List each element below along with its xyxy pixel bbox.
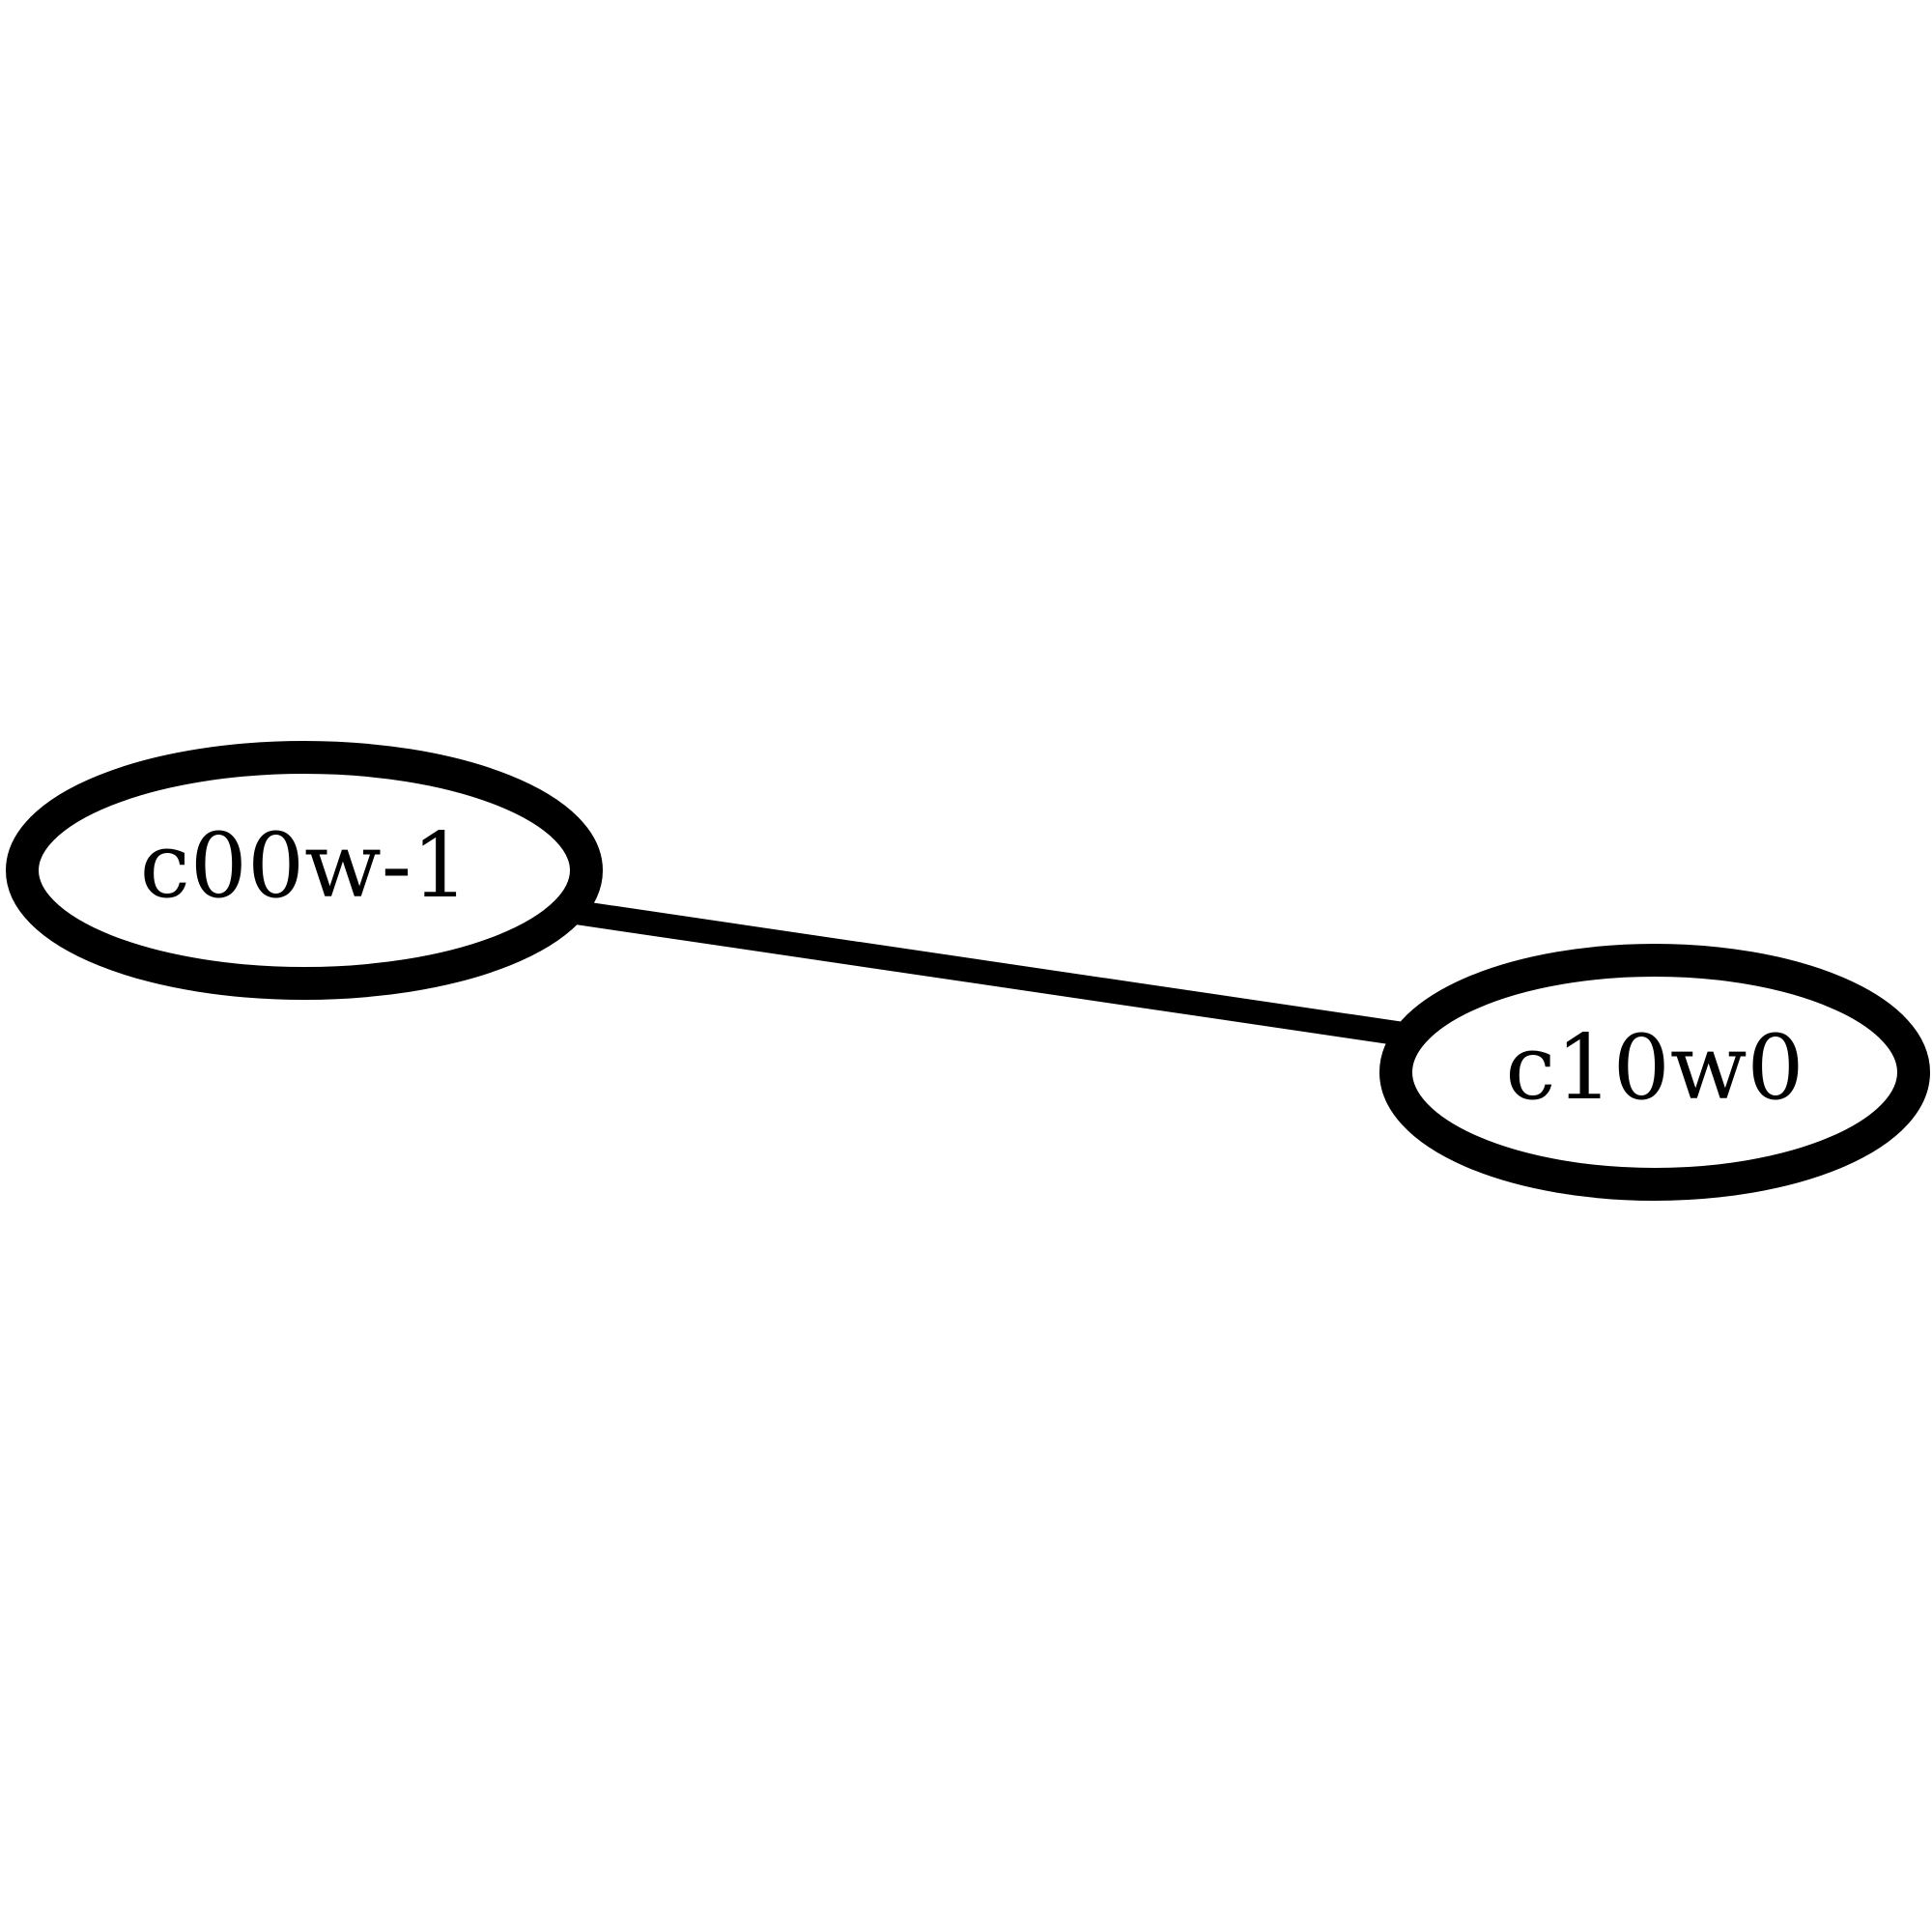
edge-c00w-1-to-c10w0	[571, 899, 1408, 1047]
edges	[571, 899, 1408, 1047]
node-c00w-1[interactable]: c00w-1	[6, 741, 603, 1000]
node-c10w0[interactable]: c10w0	[1379, 944, 1930, 1201]
node-c00w-1-ellipse	[6, 741, 603, 1000]
node-c00w-1-label: c00w-1	[140, 813, 469, 918]
node-c10w0-label: c10w0	[1505, 1015, 1804, 1120]
node-c10w0-ellipse	[1379, 944, 1930, 1201]
nodes: c00w-1 c10w0	[6, 741, 1930, 1201]
